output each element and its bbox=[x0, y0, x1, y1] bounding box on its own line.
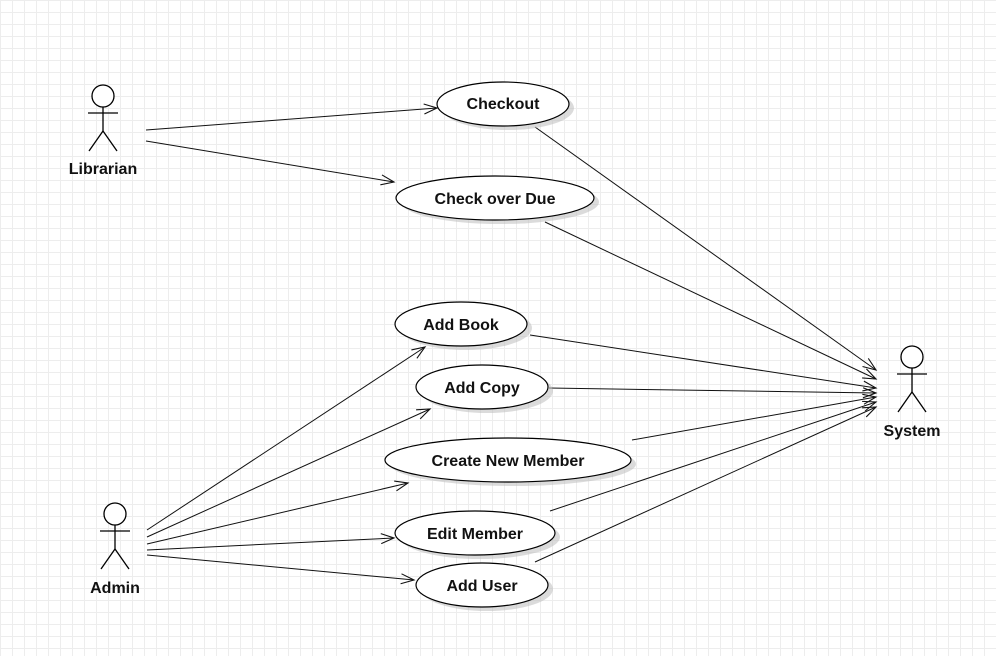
link-checkout-system bbox=[534, 126, 878, 371]
use-case-checkout[interactable]: Checkout bbox=[436, 81, 574, 130]
link-add-copy-system bbox=[548, 387, 878, 399]
actor-admin[interactable]: Admin bbox=[90, 502, 140, 597]
stick-figure-icon bbox=[897, 345, 927, 413]
use-case-label: Create New Member bbox=[432, 453, 585, 470]
use-case-create-new-member[interactable]: Create New Member bbox=[384, 437, 636, 486]
link-admin-add-user bbox=[146, 554, 416, 585]
use-case-label: Add User bbox=[446, 578, 517, 595]
actor-label: System bbox=[884, 423, 941, 440]
link-librarian-check-over-due bbox=[145, 140, 396, 186]
use-case-label: Edit Member bbox=[427, 526, 523, 543]
actor-label: Admin bbox=[90, 580, 140, 597]
link-add-book-system bbox=[529, 334, 878, 392]
link-check-over-due-system bbox=[544, 221, 878, 380]
link-edit-member-system bbox=[549, 400, 878, 512]
link-librarian-checkout bbox=[145, 103, 439, 131]
link-admin-edit-member bbox=[146, 533, 396, 551]
use-case-label: Check over Due bbox=[435, 191, 556, 208]
link-admin-create-new-member bbox=[146, 480, 410, 545]
use-case-add-copy[interactable]: Add Copy bbox=[415, 364, 553, 413]
link-admin-add-copy bbox=[146, 408, 432, 538]
use-case-edit-member[interactable]: Edit Member bbox=[394, 510, 560, 559]
use-case-check-over-due[interactable]: Check over Due bbox=[395, 175, 599, 224]
use-case-label: Checkout bbox=[467, 96, 541, 113]
stick-figure-icon bbox=[88, 84, 118, 152]
use-case-label: Add Book bbox=[423, 317, 499, 334]
associations bbox=[145, 103, 878, 585]
actor-librarian[interactable]: Librarian bbox=[69, 84, 137, 178]
use-case-add-book[interactable]: Add Book bbox=[394, 301, 532, 350]
actor-label: Librarian bbox=[69, 161, 137, 178]
link-admin-add-book bbox=[146, 346, 427, 531]
use-case-add-user[interactable]: Add User bbox=[415, 562, 553, 611]
link-add-user-system bbox=[534, 406, 878, 563]
link-create-new-member-system bbox=[631, 393, 878, 441]
actor-system[interactable]: System bbox=[884, 345, 941, 440]
stick-figure-icon bbox=[100, 502, 130, 570]
use-case-label: Add Copy bbox=[444, 380, 520, 397]
